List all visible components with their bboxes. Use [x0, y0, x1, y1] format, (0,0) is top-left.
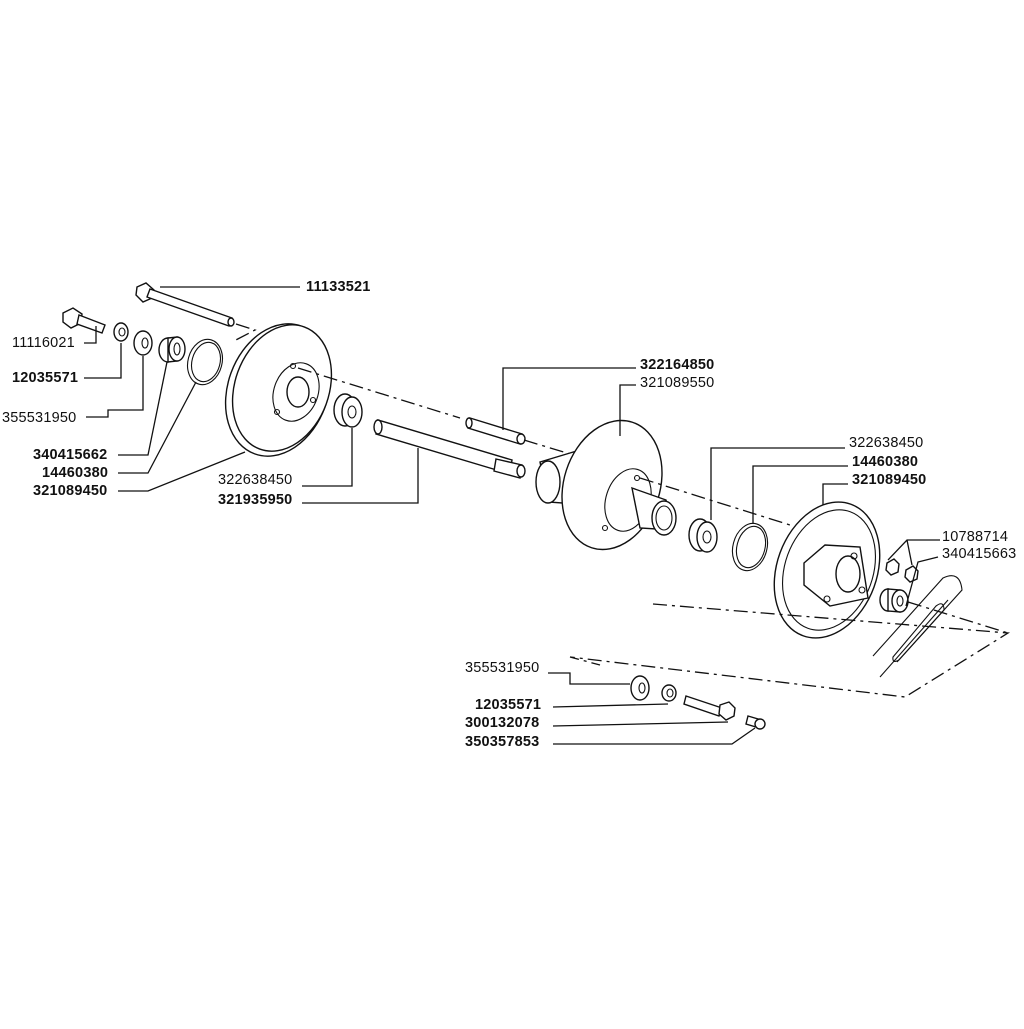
flat-washer-icon	[133, 330, 153, 356]
leader-lines	[84, 286, 940, 745]
slotted-bracket-icon	[872, 575, 963, 678]
bolt-bottom-icon	[683, 695, 736, 721]
spacer-icon	[158, 336, 186, 363]
bearing-icon	[333, 393, 363, 428]
nut-icon	[885, 558, 919, 583]
part-label-321935950: 321935950	[218, 492, 293, 508]
part-label-322638450-right: 322638450	[849, 435, 924, 451]
pulley-half-right-icon	[773, 501, 881, 639]
o-ring-icon	[186, 338, 224, 386]
part-label-321089450: 321089450	[33, 483, 108, 499]
part-label-322638450: 322638450	[218, 472, 293, 488]
pulley-hub-icon	[535, 419, 677, 551]
part-label-11116021: 11116021	[12, 335, 75, 351]
part-label-321089550: 321089550	[640, 375, 715, 391]
part-label-300132078: 300132078	[465, 715, 540, 731]
part-label-340415662: 340415662	[33, 447, 108, 463]
part-label-350357853: 350357853	[465, 734, 540, 750]
part-label-322164850: 322164850	[640, 357, 715, 373]
shaft-icon	[373, 419, 526, 479]
washer-bottom-icon	[630, 675, 650, 701]
long-bolt-icon	[135, 282, 235, 327]
part-label-355531950: 355531950	[2, 410, 77, 426]
part-label-355531950-bottom: 355531950	[465, 660, 540, 676]
o-ring-right-icon	[731, 522, 769, 572]
pulley-half-left-icon	[224, 323, 333, 457]
part-label-321089450-right: 321089450	[852, 472, 927, 488]
part-label-340415663: 340415663	[942, 546, 1017, 562]
short-bolt-icon	[62, 307, 106, 334]
spacer-right-icon	[879, 588, 909, 613]
lock-washer-bottom-icon	[661, 684, 677, 702]
pin-icon	[465, 417, 526, 445]
part-label-11133521: 11133521	[306, 279, 371, 295]
bearing-right-icon	[688, 518, 718, 553]
part-label-12035571-bottom: 12035571	[475, 697, 542, 713]
lock-washer-icon	[113, 322, 129, 342]
grease-nipple-icon	[745, 715, 766, 730]
part-label-12035571: 12035571	[12, 370, 79, 386]
part-label-14460380: 14460380	[42, 465, 109, 481]
part-label-10788714: 10788714	[942, 529, 1009, 545]
part-label-14460380-right: 14460380	[852, 454, 919, 470]
